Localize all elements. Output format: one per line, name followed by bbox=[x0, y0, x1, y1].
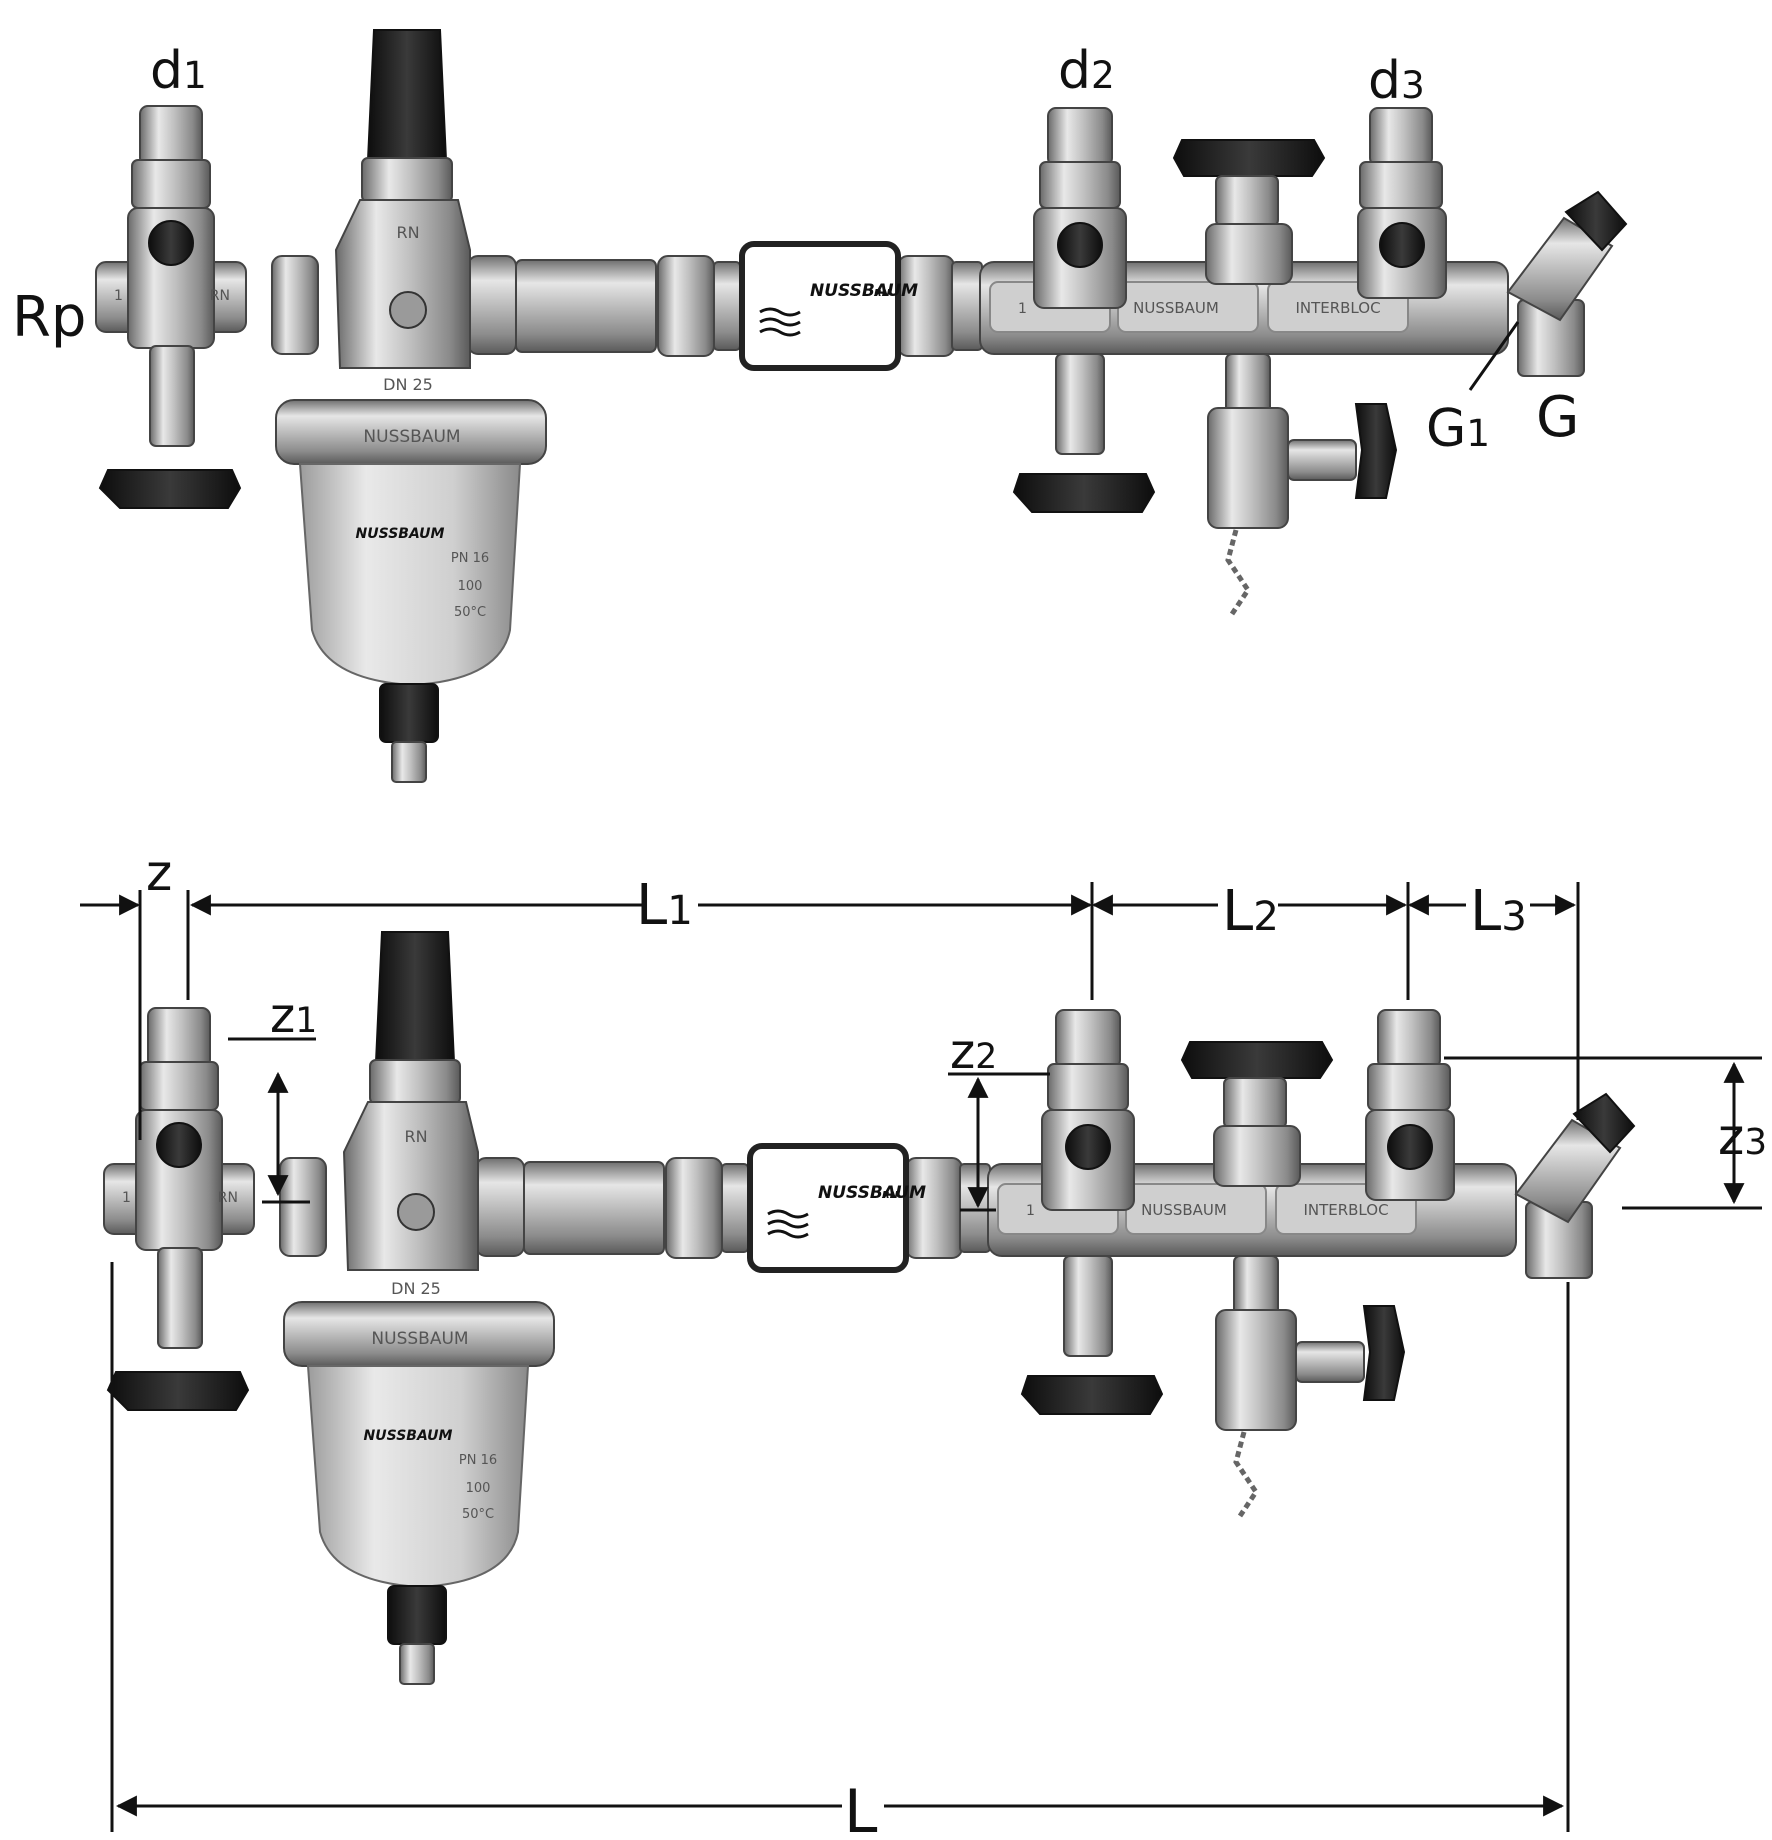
filter-temp: 50°C bbox=[454, 605, 486, 620]
label-l3: L3 bbox=[1470, 879, 1527, 944]
bottom-reducer-mark: RN bbox=[404, 1127, 427, 1146]
bottom-manifold-flow-num: 1 bbox=[1026, 1203, 1035, 1219]
bottom-filter-brand: NUSSBAUM bbox=[371, 1329, 468, 1349]
inlet-flow-num: 1 bbox=[114, 288, 123, 304]
filter-mesh: 100 bbox=[458, 579, 483, 594]
label-d2: d2 bbox=[1058, 41, 1115, 101]
label-l2: L2 bbox=[1222, 879, 1279, 944]
reducer-dn: DN 25 bbox=[383, 375, 433, 394]
label-g1: G1 bbox=[1426, 399, 1490, 459]
logo-suffix: RN bbox=[874, 288, 891, 299]
bottom-filter-temp: 50°C bbox=[462, 1507, 494, 1522]
bottom-manifold-brand: NUSSBAUM bbox=[1141, 1201, 1227, 1219]
filter-pn: PN 16 bbox=[451, 551, 489, 566]
label-z2: z2 bbox=[950, 1024, 997, 1080]
bottom-reducer-dn: DN 25 bbox=[391, 1279, 441, 1298]
label-z1: z1 bbox=[270, 988, 317, 1044]
assembly-top bbox=[96, 30, 1626, 782]
filter-bowl-brand: NUSSBAUM bbox=[356, 526, 445, 542]
label-d1: d1 bbox=[150, 41, 207, 101]
bottom-logo-suffix: RN bbox=[882, 1190, 899, 1201]
label-z: z bbox=[146, 844, 172, 902]
bottom-inlet-valve-mark: RN bbox=[218, 1190, 238, 1206]
assembly-bottom bbox=[104, 932, 1634, 1684]
reducer-mark: RN bbox=[396, 223, 419, 242]
manifold-brand: NUSSBAUM bbox=[1133, 299, 1219, 317]
filter-brand: NUSSBAUM bbox=[363, 427, 460, 447]
manifold-name: INTERBLOC bbox=[1295, 299, 1380, 317]
g1-leader-line bbox=[1468, 321, 1520, 391]
label-l1: L1 bbox=[636, 873, 693, 938]
bottom-filter-mesh: 100 bbox=[466, 1481, 491, 1496]
dimension-lines bbox=[80, 882, 1762, 1832]
label-rp: Rp bbox=[12, 285, 86, 350]
logo-text: NUSSBAUM bbox=[810, 281, 918, 301]
label-d3: d3 bbox=[1368, 51, 1425, 111]
label-z3: z3 bbox=[1718, 1108, 1767, 1166]
label-g: G bbox=[1536, 385, 1579, 450]
bottom-manifold-name: INTERBLOC bbox=[1303, 1201, 1388, 1219]
label-l: L bbox=[844, 1777, 878, 1840]
bottom-logo-text: NUSSBAUM bbox=[818, 1183, 926, 1203]
inlet-valve-mark: RN bbox=[210, 288, 230, 304]
manifold-flow-num: 1 bbox=[1018, 301, 1027, 317]
bottom-filter-bowl-brand: NUSSBAUM bbox=[364, 1428, 453, 1444]
bottom-inlet-flow-num: 1 bbox=[122, 1190, 131, 1206]
bottom-filter-pn: PN 16 bbox=[459, 1453, 497, 1468]
